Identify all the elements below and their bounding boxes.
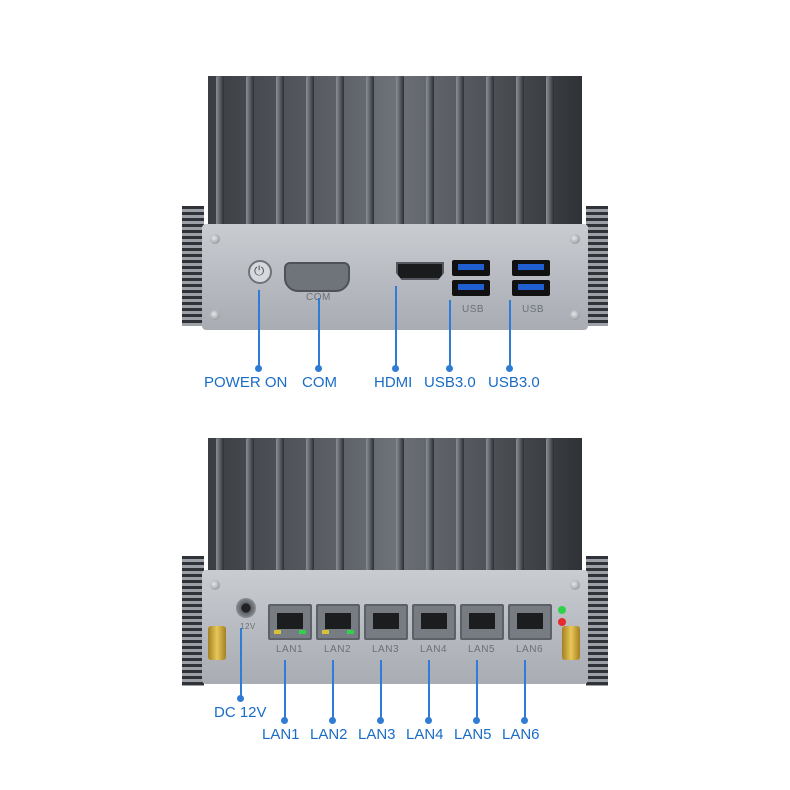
left-vent <box>182 556 204 686</box>
callout-usb3-2: USB3.0 <box>488 374 540 391</box>
lan1-port-label: LAN1 <box>276 644 304 655</box>
right-vent <box>586 556 608 686</box>
callout-line-lan1 <box>284 660 286 720</box>
callout-line-dc <box>240 628 242 698</box>
mini-pc-bottom-view: 12V LAN1 LAN2 LAN3 LAN4 LAN5 LAN6 <box>180 438 610 698</box>
callout-lan2: LAN2 <box>310 726 348 743</box>
status-led-green <box>558 606 566 614</box>
mini-pc-top-view: ⏻ COM USB USB <box>180 76 610 336</box>
hdmi-port[interactable] <box>396 262 444 280</box>
dc-jack[interactable] <box>236 598 256 618</box>
usb-port-2a[interactable] <box>512 260 550 276</box>
status-led-red <box>558 618 566 626</box>
callout-lan3: LAN3 <box>358 726 396 743</box>
callout-dc-12v: DC 12V <box>214 704 267 721</box>
lan-port-6[interactable] <box>508 604 552 640</box>
callout-lan5: LAN5 <box>454 726 492 743</box>
wifi-antenna-connector-right[interactable] <box>562 626 580 660</box>
usb-port-1a[interactable] <box>452 260 490 276</box>
callout-line-lan2 <box>332 660 334 720</box>
com-port-label: COM <box>306 292 331 303</box>
lan5-port-label: LAN5 <box>468 644 496 655</box>
callout-line-hdmi <box>395 286 397 368</box>
lan4-port-label: LAN4 <box>420 644 448 655</box>
callout-lan4: LAN4 <box>406 726 444 743</box>
callout-line-usb1 <box>449 300 451 368</box>
dc-jack-label: 12V <box>240 622 256 631</box>
callout-hdmi: HDMI <box>374 374 413 391</box>
callout-line-lan3 <box>380 660 382 720</box>
callout-lan6: LAN6 <box>502 726 540 743</box>
lan-port-2[interactable] <box>316 604 360 640</box>
callout-usb3-1: USB3.0 <box>424 374 476 391</box>
lan2-port-label: LAN2 <box>324 644 352 655</box>
usb-left-label: USB <box>462 304 485 315</box>
lan-port-5[interactable] <box>460 604 504 640</box>
power-button[interactable]: ⏻ <box>248 260 272 284</box>
usb-right-label: USB <box>522 304 545 315</box>
callout-line-usb2 <box>509 300 511 368</box>
usb-port-2b[interactable] <box>512 280 550 296</box>
io-panel: 12V LAN1 LAN2 LAN3 LAN4 LAN5 LAN6 <box>202 570 588 684</box>
callout-com: COM <box>302 374 337 391</box>
heatsink-fins <box>208 76 582 226</box>
lan-port-1[interactable] <box>268 604 312 640</box>
callout-line-lan6 <box>524 660 526 720</box>
lan-port-4[interactable] <box>412 604 456 640</box>
com-port[interactable] <box>284 262 350 292</box>
usb-port-1b[interactable] <box>452 280 490 296</box>
callout-power-on: POWER ON <box>204 374 288 391</box>
callout-line-com <box>318 298 320 368</box>
callout-line-lan5 <box>476 660 478 720</box>
power-icon: ⏻ <box>254 263 265 278</box>
wifi-antenna-connector-left[interactable] <box>208 626 226 660</box>
right-vent <box>586 206 608 326</box>
lan-port-3[interactable] <box>364 604 408 640</box>
lan6-port-label: LAN6 <box>516 644 544 655</box>
lan3-port-label: LAN3 <box>372 644 400 655</box>
callout-lan1: LAN1 <box>262 726 300 743</box>
heatsink-fins <box>208 438 582 573</box>
left-vent <box>182 206 204 326</box>
callout-line-power <box>258 290 260 368</box>
callout-line-lan4 <box>428 660 430 720</box>
